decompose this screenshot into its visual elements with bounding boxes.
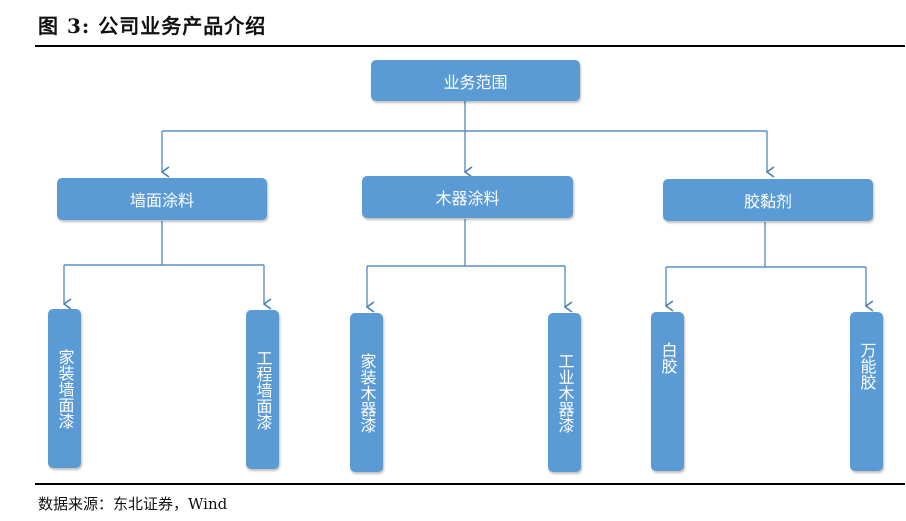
leaf-node-label: 工业木器漆 [555,352,575,433]
top-rule [35,45,905,47]
category-node-label: 胶黏剂 [743,192,792,211]
leaf-node-label: 万能胶 [857,342,877,390]
leaf-node-home-wall-paint: 家装墙面漆 [48,309,81,468]
leaf-node-label: 白胶 [658,342,678,374]
leaf-node-white-glue: 白胶 [651,312,684,471]
root-node: 业务范围 [371,60,580,101]
root-node-label: 业务范围 [443,72,508,92]
figure-title: 图 3: 公司业务产品介绍 [38,14,267,38]
category-node-label: 墙面涂料 [129,191,194,210]
bottom-rule [35,483,905,485]
category-node-label: 木器涂料 [435,189,500,208]
category-node-adhesives: 胶黏剂 [663,179,873,221]
leaf-node-universal-glue: 万能胶 [850,312,883,471]
leaf-node-project-wall-paint: 工程墙面漆 [246,310,279,469]
leaf-node-label: 家装墙面漆 [55,348,75,429]
category-node-wood-coatings: 木器涂料 [362,176,573,218]
leaf-node-label: 家装木器漆 [357,352,377,433]
leaf-node-label: 工程墙面漆 [253,349,273,430]
leaf-node-home-wood-paint: 家装木器漆 [350,313,383,472]
category-node-wall-coatings: 墙面涂料 [57,178,267,220]
leaf-node-industrial-wood-paint: 工业木器漆 [548,313,581,472]
source-note: 数据来源：东北证券，Wind [38,495,228,513]
